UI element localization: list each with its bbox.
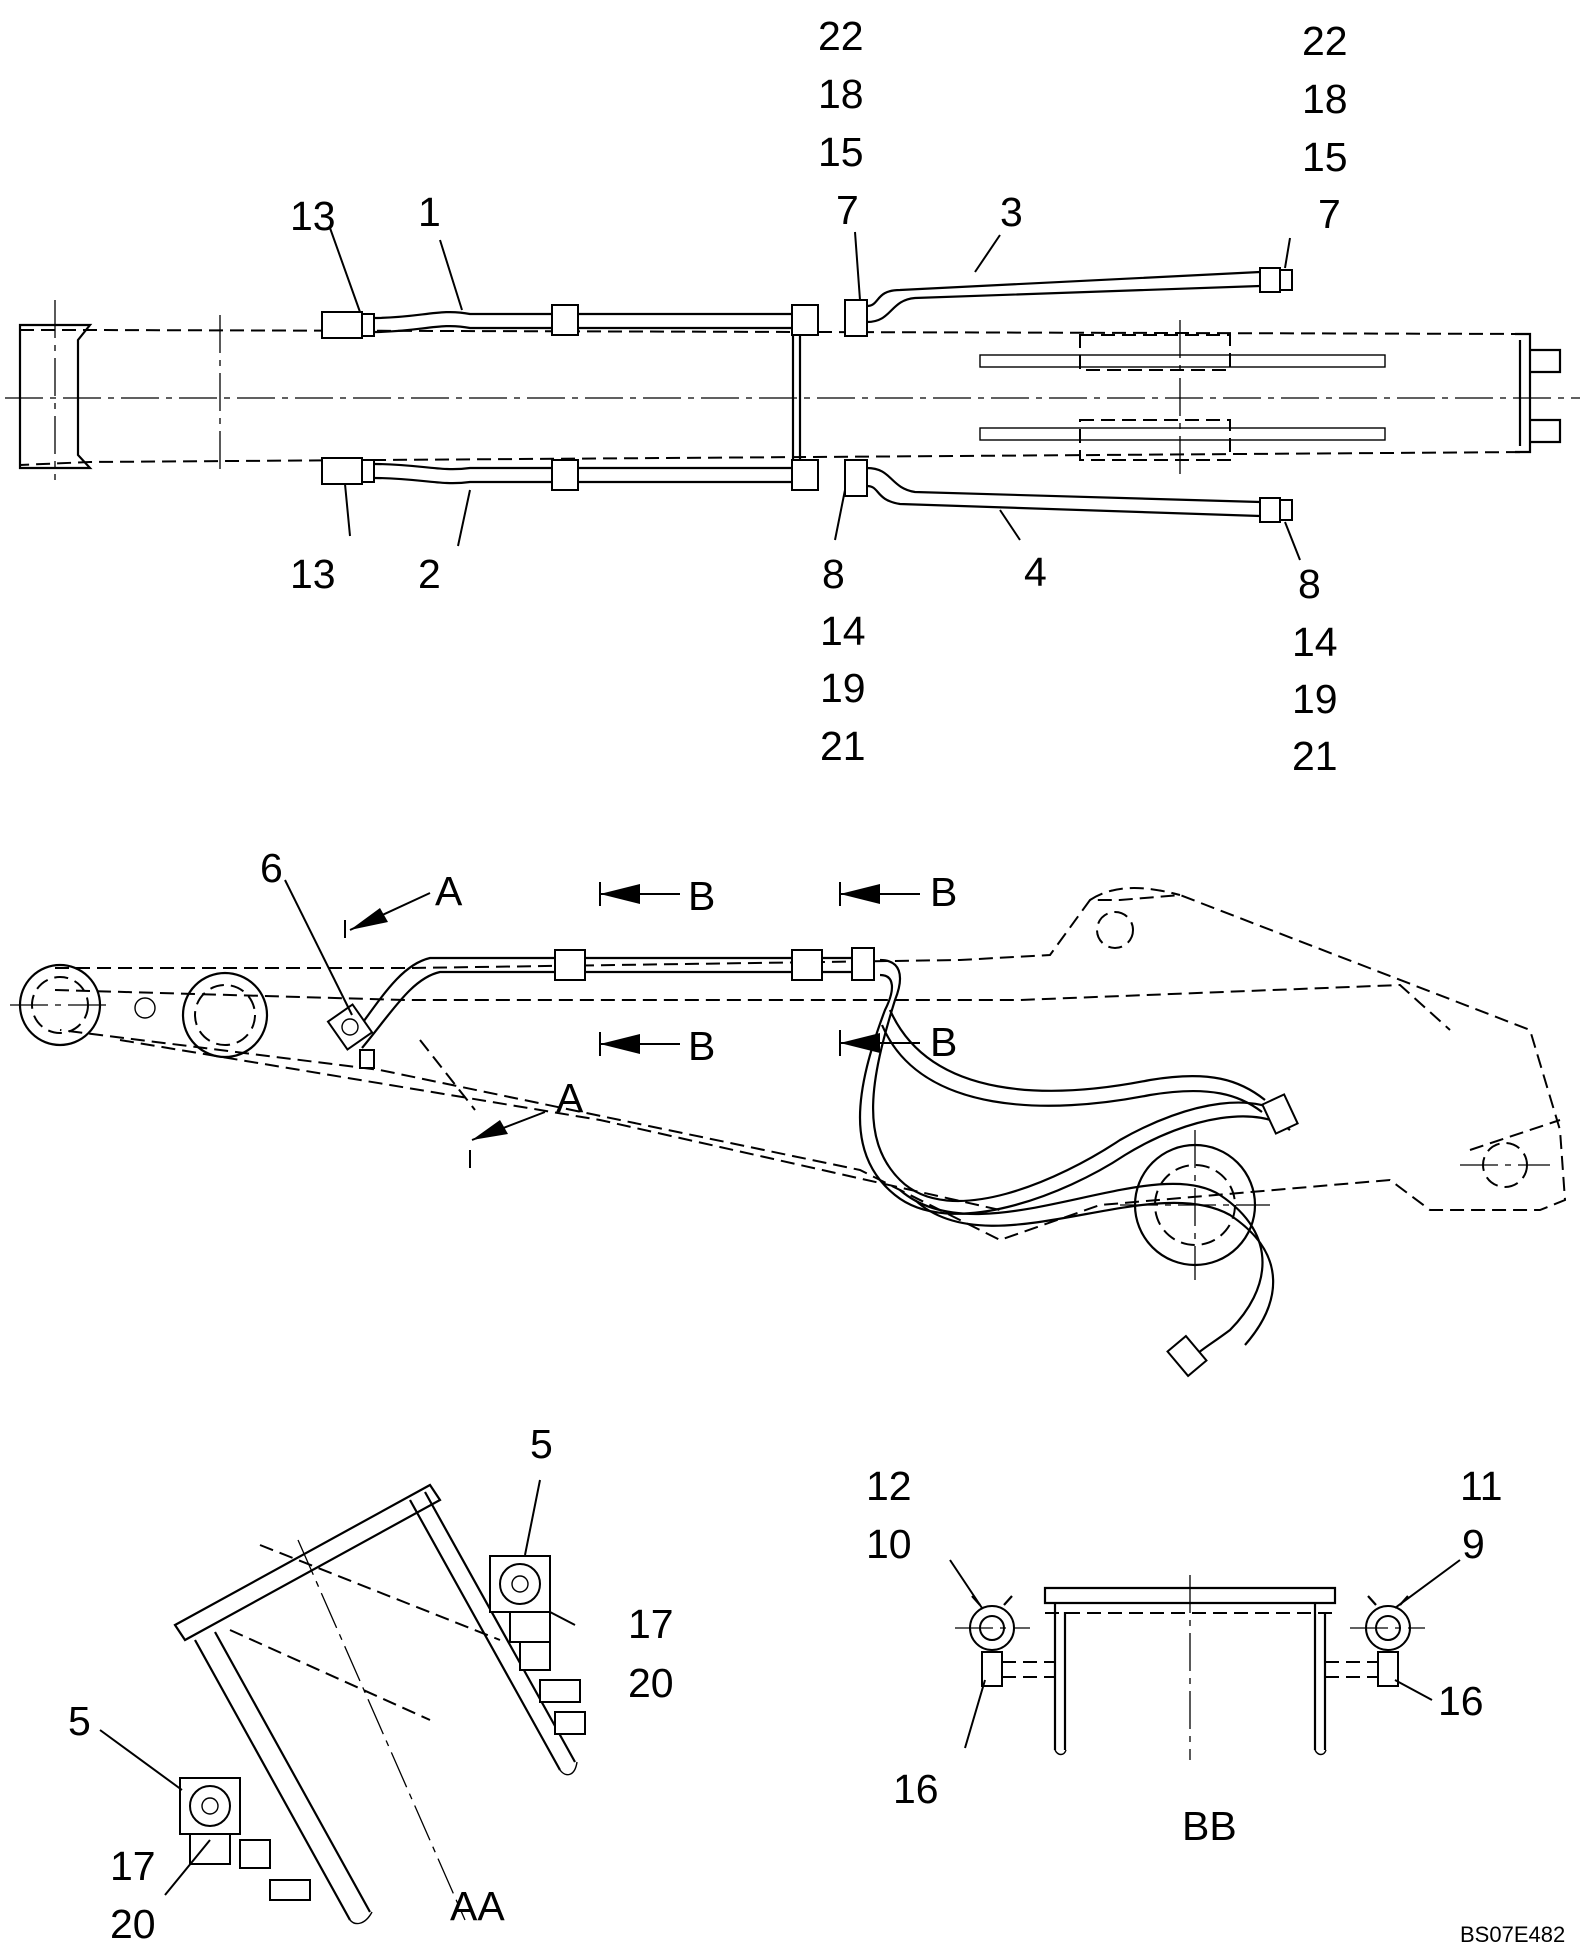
callout-3: 3: [1000, 189, 1023, 235]
boom-end-bracket: [18, 323, 93, 470]
drawing-code: BS07E482: [1460, 1922, 1565, 1947]
callout-6: 6: [260, 845, 283, 891]
section-aa-title: AA: [450, 1883, 505, 1929]
section-mark-b-3: B: [930, 869, 957, 915]
callout-16-left: 16: [893, 1766, 939, 1812]
callout-7-right: 7: [1318, 191, 1341, 237]
callout-11: 11: [1460, 1463, 1503, 1509]
callout-21-left: 21: [820, 723, 866, 769]
callout-14-right: 14: [1292, 619, 1338, 665]
callout-4: 4: [1024, 549, 1047, 595]
boom-outline-side: [55, 893, 1567, 1242]
callout-17-upper: 17: [628, 1601, 674, 1647]
callout-10: 10: [866, 1521, 912, 1567]
hose-4: [844, 459, 1293, 523]
callout-20-upper: 20: [628, 1660, 674, 1706]
callout-15-left: 15: [818, 129, 864, 175]
section-mark-b-4: B: [930, 1019, 957, 1065]
section-mark-a-lower: A: [556, 1075, 584, 1121]
callout-22-left: 22: [818, 13, 864, 59]
callout-16-right: 16: [1438, 1678, 1484, 1724]
hose-1: [321, 304, 819, 339]
callout-12: 12: [866, 1463, 912, 1509]
callout-7-left: 7: [836, 187, 859, 233]
section-aa: 5 17 20 5 17 20 AA: [68, 1421, 674, 1947]
section-bb: 12 10 11 9 16 16 BB: [866, 1463, 1503, 1849]
callout-9: 9: [1462, 1521, 1485, 1567]
hose-3: [844, 267, 1293, 337]
callout-5-upper: 5: [530, 1421, 553, 1467]
callout-20-lower: 20: [110, 1901, 156, 1947]
callout-15-right: 15: [1302, 134, 1348, 180]
callout-21-right: 21: [1292, 733, 1338, 779]
section-mark-b-2: B: [688, 1023, 715, 1069]
callout-17-lower: 17: [110, 1843, 156, 1889]
section-bb-title: BB: [1182, 1803, 1237, 1849]
callout-8-left: 8: [822, 551, 845, 597]
callout-22-right: 22: [1302, 18, 1348, 64]
hose-2: [321, 457, 819, 491]
callout-5-lower: 5: [68, 1698, 91, 1744]
callout-8-right: 8: [1298, 561, 1321, 607]
section-mark-b-1: B: [688, 873, 715, 919]
callout-13-lower: 13: [290, 551, 336, 597]
callout-14-left: 14: [820, 608, 866, 654]
callout-1: 1: [418, 189, 441, 235]
section-mark-a-upper: A: [435, 868, 463, 914]
top-view: 13 1 22 18 15 7 3 22 18 15 7 13 2 8 14 1…: [5, 13, 1580, 779]
side-view: 6 A A B B B B: [10, 845, 1567, 1378]
callout-13-upper: 13: [290, 193, 336, 239]
callout-19-right: 19: [1292, 676, 1338, 722]
callout-18-left: 18: [818, 71, 864, 117]
callout-18-right: 18: [1302, 76, 1348, 122]
callout-2: 2: [418, 551, 441, 597]
callout-19-left: 19: [820, 665, 866, 711]
